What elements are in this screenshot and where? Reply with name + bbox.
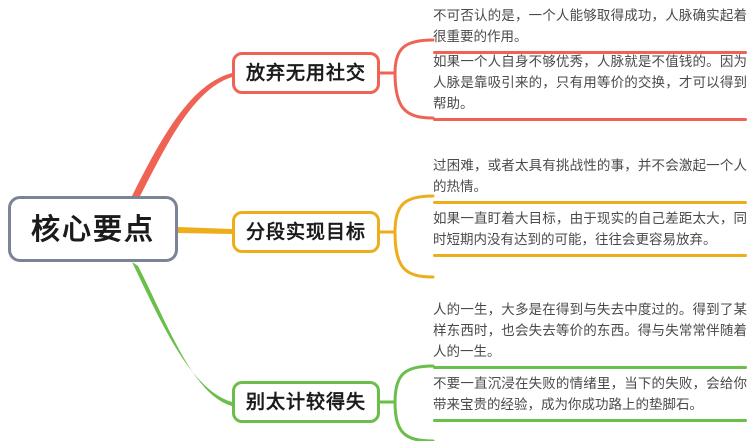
branch-node-label: 放弃无用社交 xyxy=(245,61,366,84)
root-node-label: 核心要点 xyxy=(30,211,155,246)
leaf-underline xyxy=(433,201,747,204)
leaf-underline xyxy=(433,254,747,257)
branch-node-label: 别太计较得失 xyxy=(245,390,366,413)
branch-node-label: 分段实现目标 xyxy=(245,220,366,243)
leaf-note[interactable]: 如果一直盯着大目标，由于现实的自己差距太大，同时短期内没有达到的可能，往往会更容… xyxy=(433,209,747,257)
leaf-note-text: 不要一直沉浸在失败的情绪里，当下的失败，会给你带来宝贵的经验，成为你成功路上的垫… xyxy=(433,376,747,413)
leaf-underline xyxy=(433,51,747,54)
root-node[interactable]: 核心要点 xyxy=(8,196,178,262)
branch-node-1[interactable]: 放弃无用社交 xyxy=(232,52,380,94)
leaf-note-text: 如果一个人自身不够优秀，人脉就是不值钱的。因为人脉是靠吸引来的，只有用等价的交换… xyxy=(433,54,747,112)
trunk-line-amber xyxy=(178,227,232,234)
bracket-red-lower-arm xyxy=(393,71,435,120)
leaf-underline xyxy=(433,118,747,121)
branch-node-2[interactable]: 分段实现目标 xyxy=(232,211,380,253)
branch-node-3[interactable]: 别太计较得失 xyxy=(232,381,380,423)
trunk-curve-red xyxy=(132,73,232,200)
leaf-underline xyxy=(433,366,747,369)
leaf-note-text: 人的一生，大多是在得到与失去中度过的。得到了某样东西时，也会失去等价的东西。得与… xyxy=(433,302,747,360)
bracket-amber-lower-arm xyxy=(393,230,435,279)
leaf-underline xyxy=(433,419,747,422)
trunk-curve-green xyxy=(132,262,232,406)
bracket-green-upper-arm xyxy=(393,364,435,404)
leaf-note[interactable]: 不可否认的是，一个人能够取得成功，人脉确实起着很重要的作用。 xyxy=(433,6,747,54)
leaf-note[interactable]: 过困难，或者太具有挑战性的事，并不会激起一个人的热情。 xyxy=(433,156,747,204)
leaf-note-text: 如果一直盯着大目标，由于现实的自己差距太大，同时短期内没有达到的可能，往往会更容… xyxy=(433,211,747,248)
leaf-note[interactable]: 不要一直沉浸在失败的情绪里，当下的失败，会给你带来宝贵的经验，成为你成功路上的垫… xyxy=(433,374,747,422)
leaf-note[interactable]: 如果一个人自身不够优秀，人脉就是不值钱的。因为人脉是靠吸引来的，只有用等价的交换… xyxy=(433,52,747,121)
bracket-green-lower-arm xyxy=(393,400,435,441)
bracket-amber-upper-arm xyxy=(393,194,435,234)
leaf-note-text: 不可否认的是，一个人能够取得成功，人脉确实起着很重要的作用。 xyxy=(433,8,747,45)
leaf-note-text: 过困难，或者太具有挑战性的事，并不会激起一个人的热情。 xyxy=(433,158,747,195)
bracket-red-upper-arm xyxy=(393,38,435,75)
leaf-note[interactable]: 人的一生，大多是在得到与失去中度过的。得到了某样东西时，也会失去等价的东西。得与… xyxy=(433,300,747,369)
